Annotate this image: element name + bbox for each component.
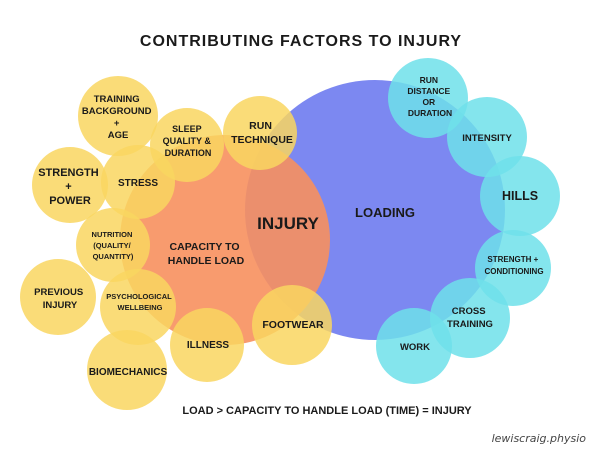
strength-power-label: STRENGTH + POWER <box>38 167 102 207</box>
stress-node <box>101 145 175 219</box>
loading-label: LOADING <box>355 205 415 220</box>
stress-label: STRESS <box>118 178 158 189</box>
hills-node <box>480 156 560 236</box>
hills-label: HILLS <box>502 189 538 203</box>
footwear-label: FOOTWEAR <box>262 319 324 331</box>
training-background-label: TRAINING BACKGROUND + AGE <box>82 94 154 141</box>
capacity-label: CAPACITY TO HANDLE LOAD <box>168 241 245 267</box>
psychological-node <box>100 269 176 345</box>
previous-injury-label: PREVIOUS INJURY <box>34 287 86 311</box>
run-distance-node <box>388 58 468 138</box>
work-label: WORK <box>400 342 430 353</box>
diagram-title: CONTRIBUTING FACTORS TO INJURY <box>140 33 462 50</box>
capacity-factors <box>20 76 332 410</box>
illness-node <box>170 308 244 382</box>
psychological-label: PSYCHOLOGICAL WELLBEING <box>106 292 173 312</box>
work-node <box>376 308 452 384</box>
strength-power-node <box>32 147 108 223</box>
previous-injury-node <box>20 259 96 335</box>
footwear-node <box>252 285 332 365</box>
intensity-node <box>447 97 527 177</box>
biomechanics-node <box>87 330 167 410</box>
loading-factors <box>376 58 560 384</box>
training-background-node <box>78 76 158 156</box>
strength-conditioning-label: STRENGTH + CONDITIONING <box>484 255 543 276</box>
injury-label: INJURY <box>257 214 319 233</box>
biomechanics-label: BIOMECHANICS <box>89 367 168 378</box>
run-technique-node <box>223 96 297 170</box>
credit-text: lewiscraig.physio <box>492 432 587 445</box>
nutrition-label: NUTRITION (QUALITY/ QUANTITY) <box>92 230 135 261</box>
cross-training-label: CROSS TRAINING <box>447 306 493 330</box>
intensity-label: INTENSITY <box>462 133 512 144</box>
nutrition-node <box>76 208 150 282</box>
run-technique-label: RUN TECHNIQUE <box>231 120 293 146</box>
sleep-label: SLEEP QUALITY & DURATION <box>163 124 214 158</box>
formula-text: LOAD > CAPACITY TO HANDLE LOAD (TIME) = … <box>182 405 472 417</box>
run-distance-label: RUN DISTANCE OR DURATION <box>407 75 452 118</box>
illness-label: ILLNESS <box>187 340 230 351</box>
